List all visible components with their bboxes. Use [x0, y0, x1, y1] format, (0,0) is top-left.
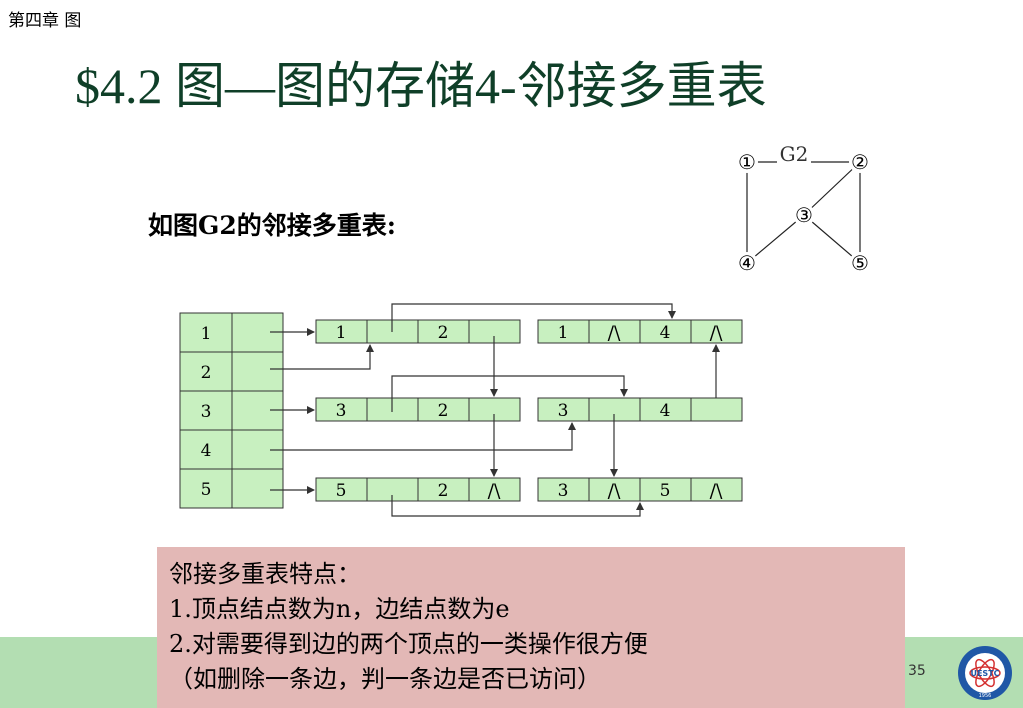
- feature-item-1: 1.顶点结点数为n，边结点数为e: [169, 595, 510, 623]
- graph-vertex-3: ③: [793, 203, 815, 227]
- svg-text:1: 1: [201, 324, 212, 344]
- svg-text:2: 2: [438, 481, 449, 501]
- chapter-label: 第四章 图: [8, 11, 82, 31]
- page-number: 35: [908, 663, 926, 679]
- edge-node-1-2: 1 2: [315, 319, 521, 344]
- graph-edge-3-4: [746, 214, 805, 264]
- pointer-arrows: [270, 303, 720, 517]
- graph-g2: G2 ① ② ③ ④ ⑤: [736, 142, 871, 275]
- null-marker: /\: [608, 480, 621, 502]
- graph-label: G2: [780, 142, 809, 166]
- feature-item-3: （如删除一条边，判一条边是否已访问）: [169, 665, 601, 693]
- edge-node-3-5: 3 5 /\ /\: [537, 477, 743, 502]
- svg-text:5: 5: [201, 480, 212, 500]
- svg-text:2: 2: [201, 363, 212, 383]
- svg-text:2: 2: [438, 323, 449, 343]
- svg-text:③: ③: [795, 203, 813, 227]
- svg-text:3: 3: [336, 401, 347, 421]
- edge-node-3-4: 3 4: [537, 397, 743, 422]
- features-heading: 邻接多重表特点：: [169, 560, 361, 588]
- edge-node-5-2: 5 2 /\: [315, 477, 521, 502]
- graph-vertex-5: ⑤: [849, 251, 871, 275]
- svg-text:4: 4: [201, 441, 212, 461]
- graph-vertex-4: ④: [736, 251, 758, 275]
- arrow-e52-ilink: [391, 495, 644, 517]
- null-marker: /\: [710, 480, 723, 502]
- svg-text:1: 1: [336, 323, 347, 343]
- svg-text:①: ①: [738, 150, 756, 174]
- slide-title: $4.2 图—图的存储4-邻接多重表: [75, 58, 767, 114]
- logo-year: 1956: [979, 693, 992, 699]
- university-logo: UESTC 1956: [958, 646, 1012, 700]
- svg-text:1: 1: [558, 323, 569, 343]
- svg-text:⑤: ⑤: [851, 251, 869, 275]
- null-marker: /\: [488, 480, 501, 502]
- graph-vertex-1: ①: [736, 150, 758, 174]
- null-marker: /\: [608, 322, 621, 344]
- edge-node-3-2: 3 2: [315, 397, 521, 422]
- arrow-v4-first: [270, 422, 576, 451]
- vertex-row-2: 2: [179, 351, 284, 392]
- edge-node-1-4: 1 4 /\ /\: [537, 319, 743, 344]
- feature-item-2: 2.对需要得到边的两个顶点的一类操作很方便: [169, 630, 648, 658]
- svg-text:3: 3: [558, 481, 569, 501]
- svg-text:3: 3: [558, 401, 569, 421]
- vertex-row-4: 4: [179, 429, 284, 470]
- svg-text:5: 5: [660, 481, 671, 501]
- vertex-table: 1 2 3 4 5: [179, 312, 284, 509]
- edge-nodes: 1 2 1 4 /\ /\ 3 2 3: [315, 319, 743, 502]
- null-marker: /\: [710, 322, 723, 344]
- vertex-row-3: 3: [179, 390, 284, 431]
- svg-text:3: 3: [201, 402, 212, 422]
- svg-text:4: 4: [660, 323, 671, 343]
- svg-text:5: 5: [336, 481, 347, 501]
- arrow-v2-first: [270, 344, 374, 370]
- arrow-e12-ilink: [391, 303, 676, 332]
- arrow-e32-ilink: [391, 375, 628, 412]
- vertex-row-1: 1: [179, 312, 284, 353]
- svg-text:②: ②: [851, 150, 869, 174]
- features-box: 邻接多重表特点： 1.顶点结点数为n，边结点数为e 2.对需要得到边的两个顶点的…: [157, 547, 905, 708]
- svg-text:2: 2: [438, 401, 449, 421]
- graph-edge-2-3: [803, 161, 861, 216]
- diagram-subtitle: 如图G2的邻接多重表:: [148, 211, 396, 240]
- svg-text:4: 4: [660, 401, 671, 421]
- graph-edge-3-5: [803, 214, 861, 264]
- vertex-row-5: 5: [179, 468, 284, 509]
- logo-text: UESTC: [970, 669, 999, 678]
- graph-vertex-2: ②: [849, 150, 871, 174]
- svg-text:④: ④: [738, 251, 756, 275]
